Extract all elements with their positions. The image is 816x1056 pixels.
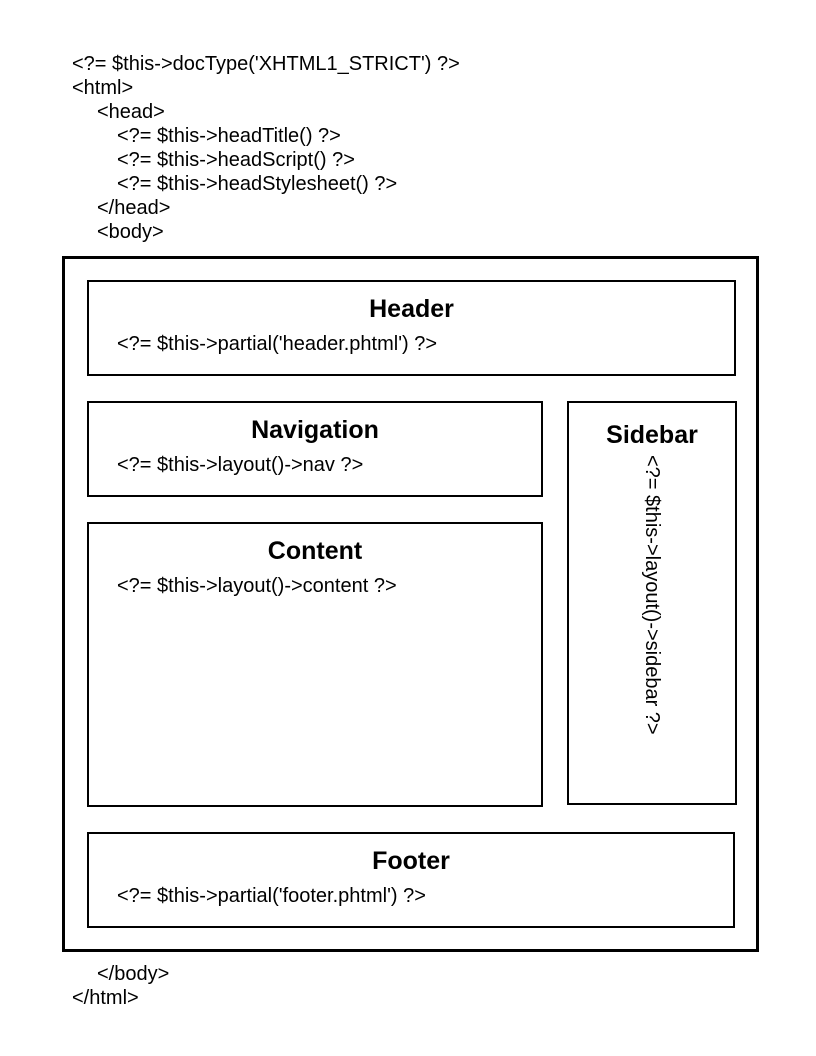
code-line-html-close: </html>: [72, 987, 139, 1009]
footer-box: Footer <?= $this->partial('footer.phtml'…: [87, 832, 735, 928]
navigation-box: Navigation <?= $this->layout()->nav ?>: [87, 401, 543, 497]
footer-box-title: Footer: [372, 847, 450, 875]
navigation-box-code: <?= $this->layout()->nav ?>: [117, 454, 364, 476]
footer-box-code: <?= $this->partial('footer.phtml') ?>: [117, 885, 426, 907]
header-box-code: <?= $this->partial('header.phtml') ?>: [117, 333, 438, 355]
code-line-body-open: <body>: [97, 221, 164, 243]
code-line-body-close: </body>: [97, 963, 170, 985]
code-line-head-open: <head>: [97, 101, 165, 123]
body-outline-box: Header <?= $this->partial('header.phtml'…: [62, 256, 759, 952]
header-box-title: Header: [369, 295, 454, 323]
sidebar-box: Sidebar <?= $this->layout()->sidebar ?>: [567, 401, 737, 805]
content-box-code: <?= $this->layout()->content ?>: [117, 575, 397, 597]
top-code-block: <?= $this->docType('XHTML1_STRICT') ?> <…: [72, 52, 460, 244]
code-line-html-open: <html>: [72, 77, 134, 99]
code-line-head-title: <?= $this->headTitle() ?>: [117, 125, 341, 147]
code-line-doctype: <?= $this->docType('XHTML1_STRICT') ?>: [72, 53, 460, 75]
code-line-head-stylesheet: <?= $this->headStylesheet() ?>: [117, 173, 398, 195]
content-box-title: Content: [267, 537, 363, 565]
navigation-box-title: Navigation: [251, 416, 379, 444]
code-line-head-close: </head>: [97, 197, 171, 219]
content-box: Content <?= $this->layout()->content ?>: [87, 522, 543, 807]
code-line-head-script: <?= $this->headScript() ?>: [117, 149, 355, 171]
sidebar-box-vertical-code: <?= $this->layout()->sidebar ?>: [641, 455, 663, 735]
header-box: Header <?= $this->partial('header.phtml'…: [87, 280, 736, 376]
sidebar-box-title: Sidebar: [606, 421, 698, 449]
bottom-code-block: </body> </html>: [72, 962, 169, 1010]
